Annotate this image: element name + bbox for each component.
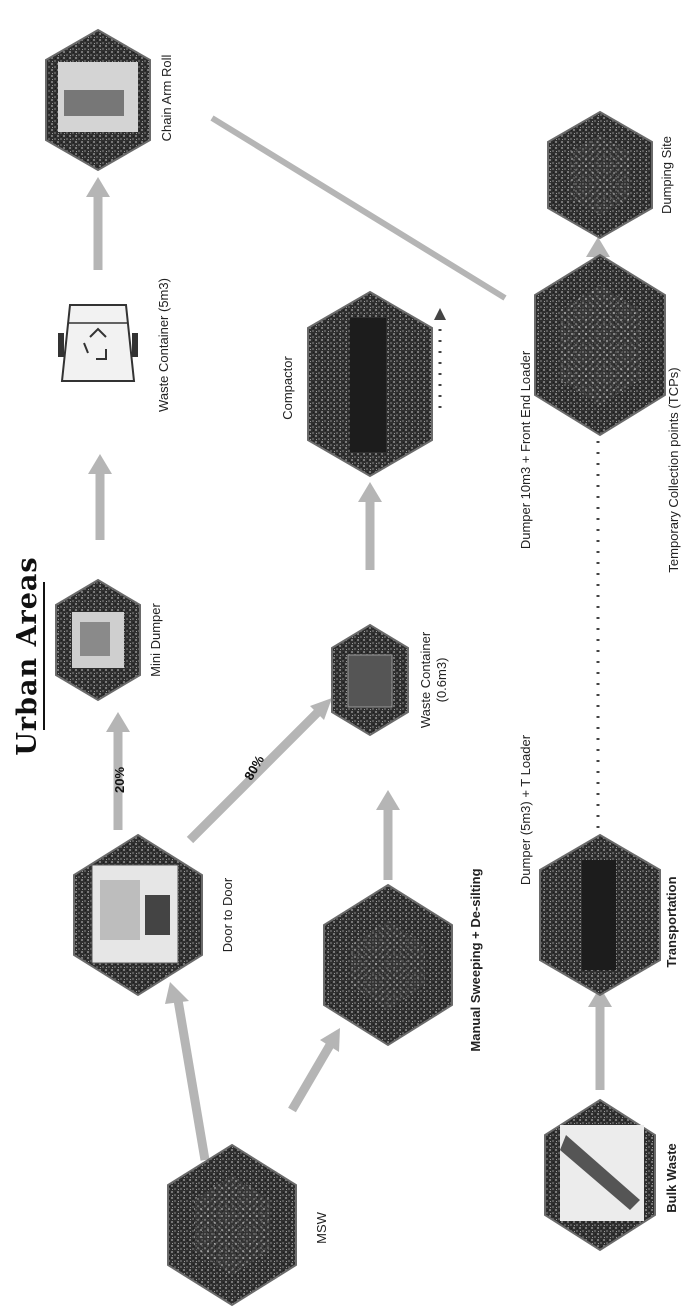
msw-label: MSW [314,1211,329,1244]
door-to-door-label: Door to Door [220,877,235,952]
node-transportation [540,835,660,995]
node-door-to-door [74,835,202,995]
arrow-container5-chainarm-head [86,177,110,197]
waste-container-small-label-2: (0.6m3) [434,658,449,703]
waste-container-small-label-1: Waste Container [418,631,433,728]
dumping-site-label: Dumping Site [659,136,674,214]
node-bulk-waste [545,1100,655,1250]
node-waste-container-small [332,625,408,735]
arrow-tcps-dumping-head [586,237,610,257]
container-icon [58,305,138,381]
dumper-front-end-loader-label: Dumper 10m3 + Front End Loader [518,350,533,549]
arrow-minidumper-container5-head [88,454,112,474]
tcps-label: Temporary Collection points (TCPs) [666,367,681,572]
node-compactor [308,292,432,476]
node-msw [168,1145,296,1305]
page-title: Urban Areas [12,556,43,755]
node-waste-container-5m3 [58,305,138,381]
manual-sweeping-label: Manual Sweeping + De-silting [468,868,483,1051]
arrow-msw-door [178,1000,205,1160]
node-chain-arm-roll [46,30,150,170]
line-chainarm-to-tcps [212,118,505,298]
arrow-door-minidumper-head [106,712,130,732]
pct-20-label: 20% [112,767,127,793]
mini-dumper-label: Mini Dumper [148,602,163,676]
node-mini-dumper [56,580,140,700]
chain-arm-roll-label: Chain Arm Roll [159,55,174,142]
arrow-sweep-container-head [376,790,400,810]
waste-container-5m3-label: Waste Container (5m3) [156,278,171,412]
transportation-label: Transportation [664,876,679,967]
node-dumping-site [548,112,652,238]
dotted-compactor-to-loader-head [434,308,446,320]
node-tcps [535,255,665,435]
bulk-waste-label: Bulk Waste [664,1143,679,1213]
dumper-t-loader-label: Dumper (5m3) + T Loader [518,734,533,885]
arrow-msw-door-head [165,982,189,1004]
compactor-label: Compactor [280,356,295,420]
arrow-msw-sweep [292,1045,330,1110]
arrow-container-compactor-head [358,482,382,502]
node-manual-sweeping [324,885,452,1045]
